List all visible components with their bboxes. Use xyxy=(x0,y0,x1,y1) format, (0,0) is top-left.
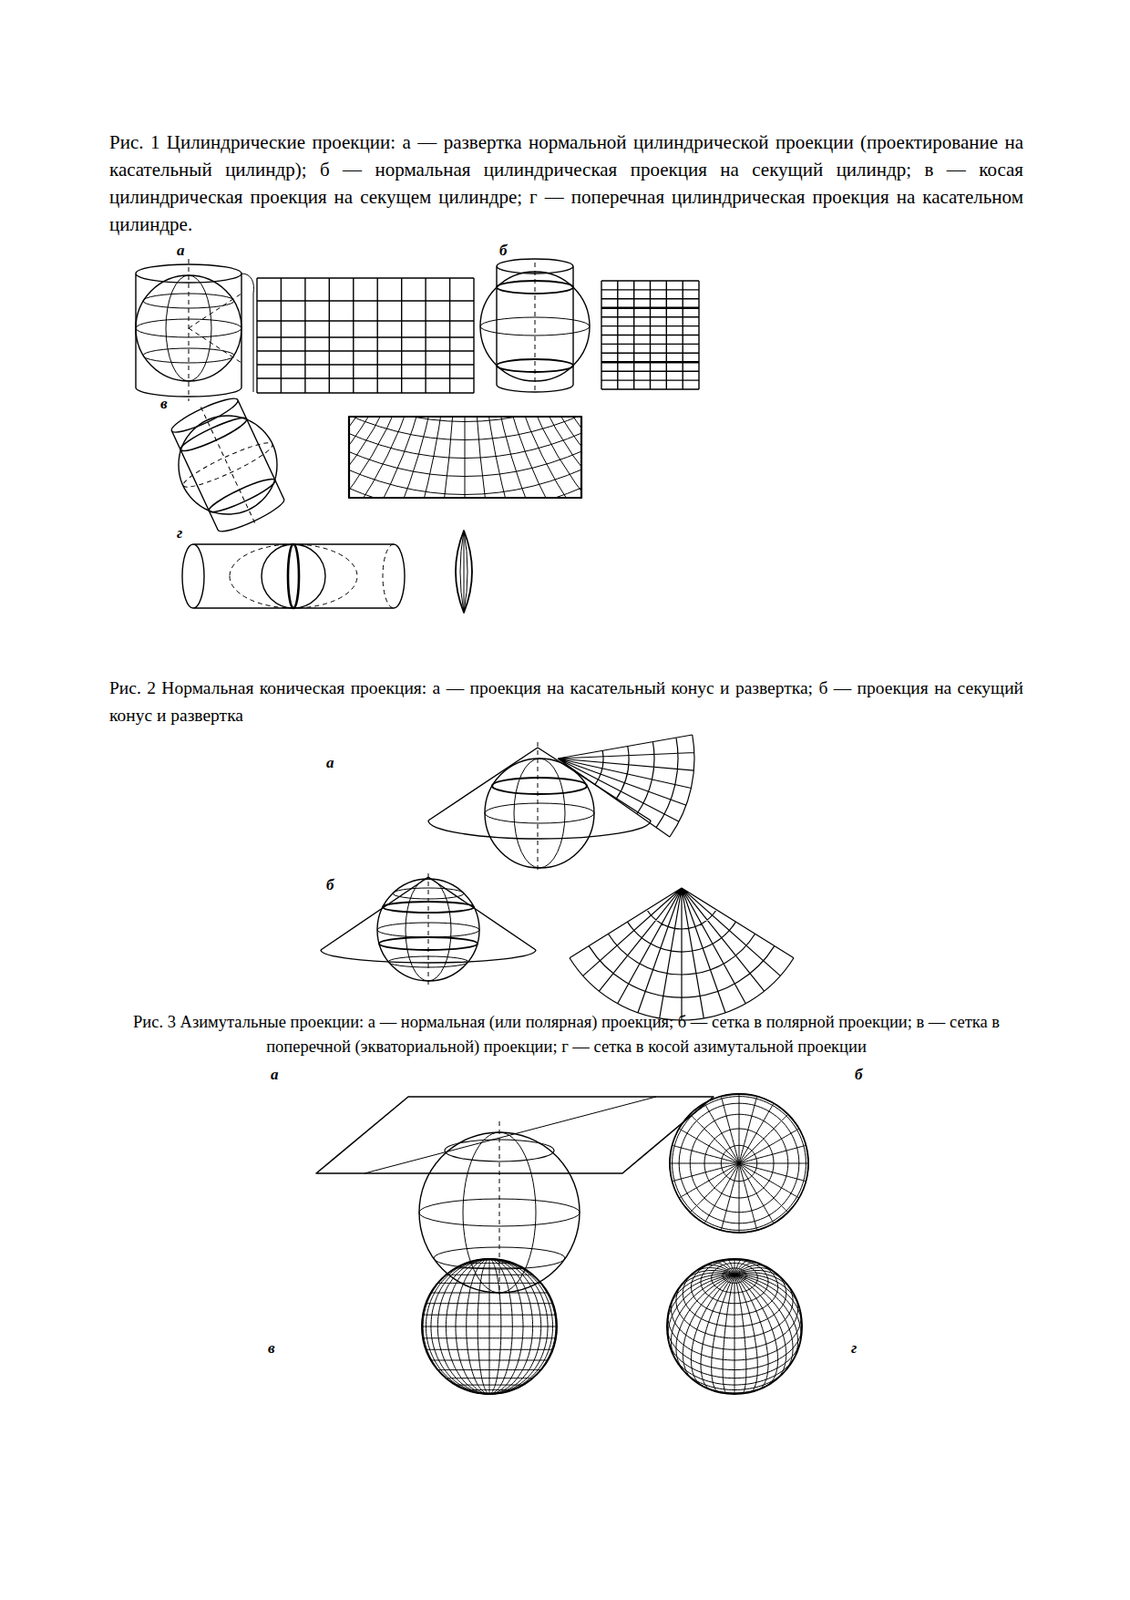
conic-development xyxy=(557,734,695,837)
globe-equator xyxy=(229,544,358,608)
secant-lines xyxy=(601,308,699,363)
globe-outline xyxy=(667,1258,802,1394)
cone-outline xyxy=(428,747,651,839)
axis-line xyxy=(200,407,255,524)
cylinder-outline xyxy=(496,258,574,392)
plane-circle xyxy=(444,1139,555,1161)
cylinder-outline xyxy=(135,264,242,397)
oblique-grid xyxy=(349,416,582,498)
oblique-grid xyxy=(667,1258,802,1394)
figure-letter: б xyxy=(499,242,507,259)
map-frame xyxy=(349,416,582,498)
globe-outline xyxy=(484,758,595,868)
projection-ray xyxy=(188,293,242,363)
globe-equator xyxy=(484,802,595,823)
cylinder-flap xyxy=(241,273,254,392)
figure-letter: а xyxy=(176,242,185,259)
globe-outline xyxy=(421,1258,557,1394)
figure-letter: б xyxy=(326,876,334,894)
oblique-cylinder xyxy=(155,386,299,545)
cone-outline xyxy=(320,876,536,963)
conic-development xyxy=(569,887,794,1020)
cylindrical-grid xyxy=(256,277,474,393)
figure-letter: в xyxy=(160,395,168,412)
figure-letter: а xyxy=(326,754,335,771)
cylinder-outline xyxy=(168,392,288,536)
tangent-parallel xyxy=(492,777,587,794)
equatorial-grid xyxy=(421,1258,557,1394)
secant-parallels xyxy=(177,412,278,517)
globe-parallels xyxy=(419,1198,580,1269)
figure-caption: Рис. 1 Цилиндрические проекции: а — разв… xyxy=(109,128,1024,238)
polar-grid xyxy=(669,1093,809,1233)
secant-parallels xyxy=(496,280,574,372)
figure-caption: Рис. 3 Азимутальные проекции: а — нормал… xyxy=(109,1009,1024,1059)
cylinder-outline xyxy=(182,544,405,608)
globe-outline xyxy=(261,544,326,608)
globe-outline xyxy=(669,1093,809,1233)
figure-letter: в xyxy=(267,1339,276,1356)
globe-meridian xyxy=(513,758,565,868)
cylinder-outline xyxy=(382,544,394,608)
tangent-plane xyxy=(316,1096,714,1173)
figure-letter: а xyxy=(270,1066,279,1083)
lens-outline xyxy=(455,530,473,613)
globe-outline xyxy=(178,415,278,514)
axis-line xyxy=(188,258,190,401)
figure-letter: б xyxy=(854,1066,863,1083)
axis-line xyxy=(537,741,539,874)
plane-line xyxy=(364,1096,657,1173)
lens-meridians xyxy=(460,530,468,613)
figure-caption: Рис. 2 Нормальная коническая проекция: а… xyxy=(109,674,1024,730)
axis-line xyxy=(534,262,536,394)
axis-line xyxy=(499,1120,501,1295)
globe-outline xyxy=(135,275,242,381)
axis-line xyxy=(428,873,430,985)
globe-equator xyxy=(179,436,276,494)
figure-letter: г xyxy=(851,1339,857,1356)
figure-letter: г xyxy=(176,524,183,542)
cylindrical-grid xyxy=(601,280,699,390)
tangent-meridian xyxy=(287,544,299,608)
